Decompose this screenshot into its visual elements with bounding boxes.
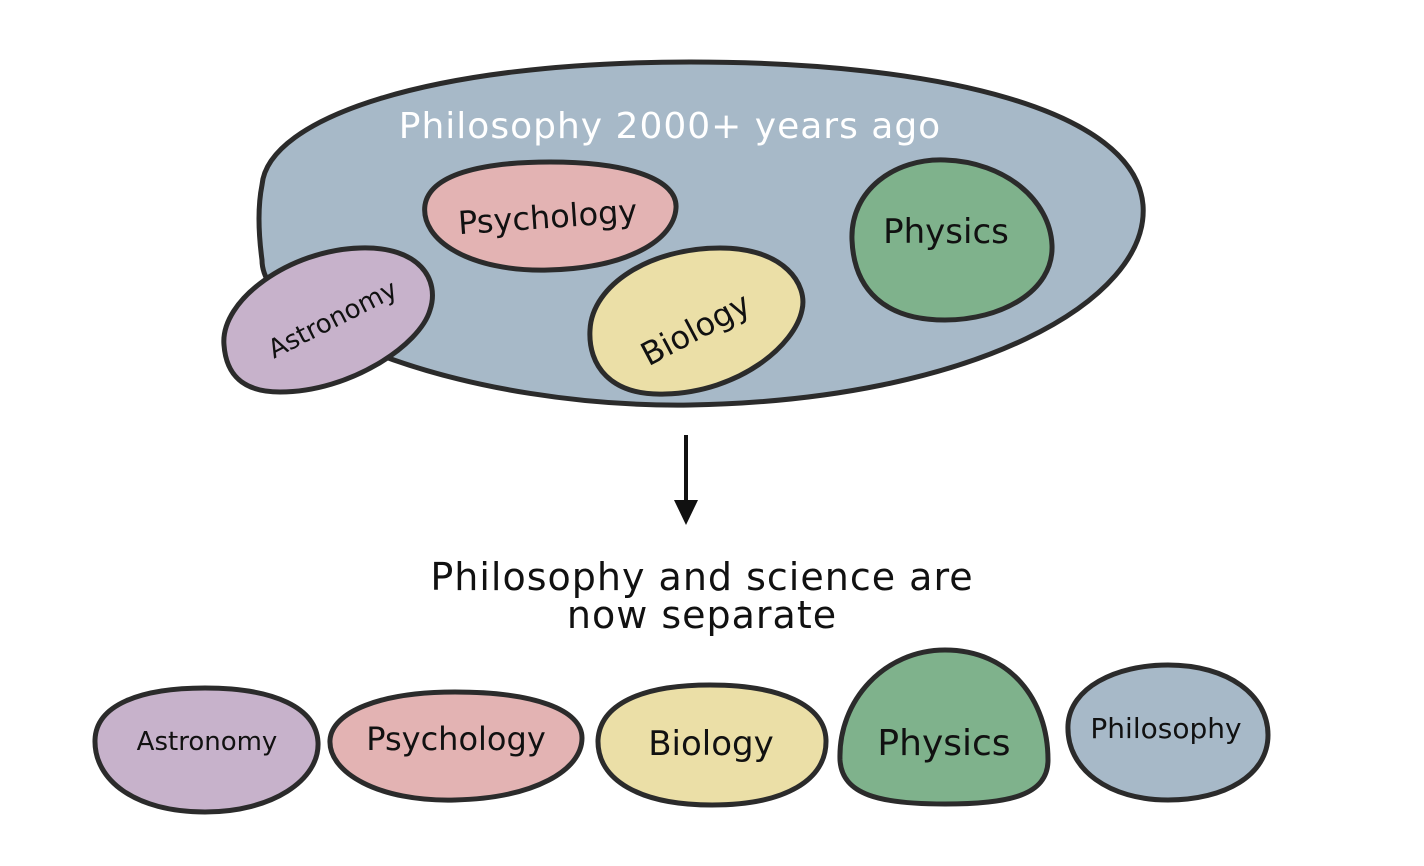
astronomy-label-bottom: Astronomy	[137, 727, 278, 757]
astronomy-blob-bottom	[92, 685, 321, 815]
philosophy-ancient-title: Philosophy 2000+ years ago	[399, 106, 941, 147]
philosophy-ancient-group: Philosophy 2000+ years ago Psychology Ph…	[221, 59, 1146, 408]
biology-label-bottom: Biology	[648, 724, 774, 764]
astronomy-blob-top	[221, 245, 435, 395]
caption-line-1: Philosophy and science are	[430, 555, 973, 599]
sciences-separate-group: Astronomy Psychology Biology Physics Phi…	[92, 647, 1271, 815]
physics-label-top: Physics	[883, 212, 1009, 252]
philosophy-label-bottom: Philosophy	[1090, 712, 1241, 745]
psychology-label-bottom: Psychology	[366, 720, 546, 758]
physics-blob-bottom	[837, 647, 1051, 807]
biology-blob-bottom	[595, 682, 829, 808]
philosophy-blob-bottom	[1065, 662, 1271, 803]
psychology-blob-top	[422, 159, 679, 273]
psychology-blob-bottom	[327, 689, 585, 803]
caption-line-2: now separate	[567, 593, 837, 637]
down-arrow-icon	[674, 435, 698, 525]
physics-blob-top	[849, 157, 1055, 323]
biology-blob-top	[587, 245, 806, 397]
physics-label-bottom: Physics	[877, 723, 1010, 764]
